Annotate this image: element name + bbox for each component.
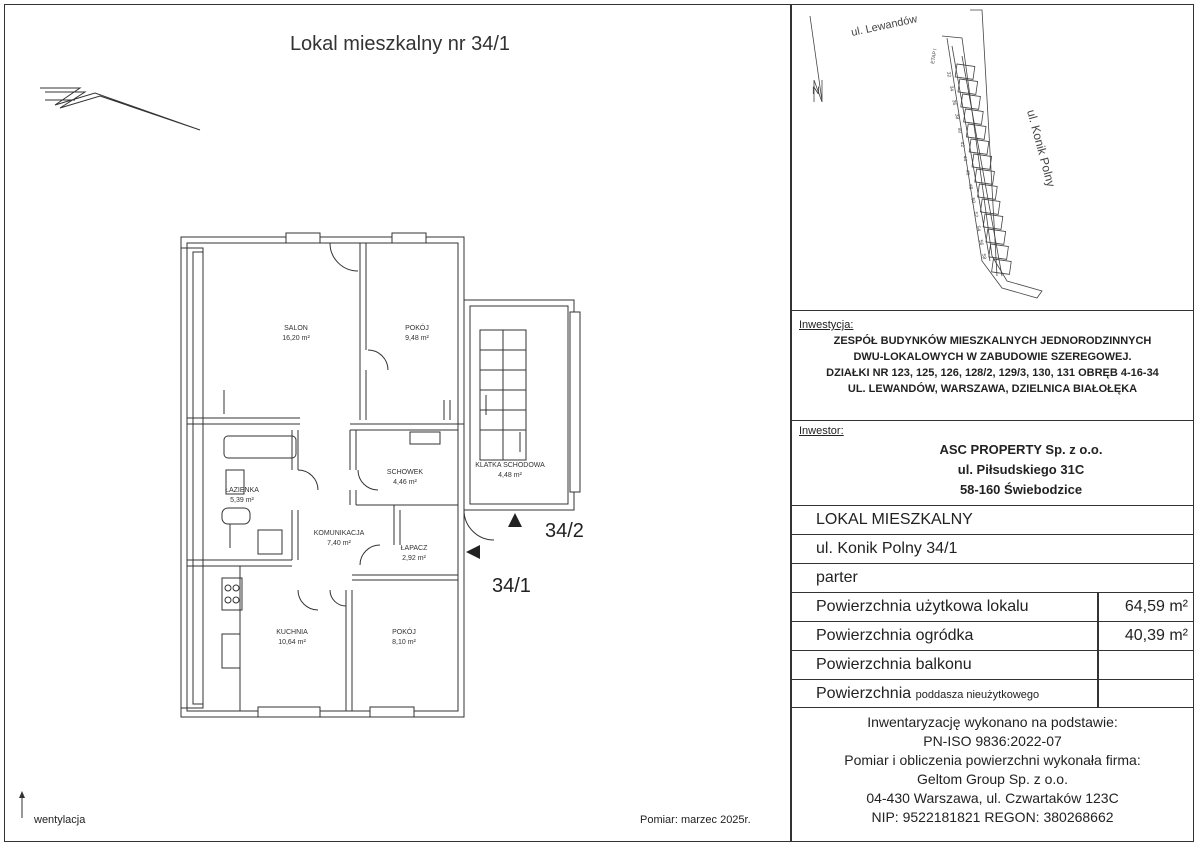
- room-labels: SALON 16,20 m² POKÓJ 9,48 m² ŁAZIENKA 5,39 m²…: [225, 323, 545, 646]
- map-house-block: [957, 78, 979, 95]
- detail-row-balcony: Powierzchnia balkonu: [791, 650, 1194, 679]
- footer-line-3: Pomiar i obliczenia powierzchni wykonała…: [844, 752, 1141, 768]
- walls: [180, 232, 581, 718]
- map-house-block: [960, 93, 981, 110]
- map-north-label: N: [812, 85, 820, 97]
- room-area: 5,39 m²: [230, 497, 254, 504]
- room-name: ŁAZIENKA: [225, 487, 259, 494]
- room-area: 10,64 m²: [278, 639, 306, 646]
- site-map: ul. Lewandów ul. Konik Polny N ETAP I 32…: [809, 9, 1058, 299]
- footer-line-6: NIP: 9522181821 REGON: 380268662: [871, 809, 1114, 825]
- map-house-number: 34: [948, 85, 955, 92]
- map-house-block: [982, 213, 1004, 230]
- map-house-number: 44: [961, 155, 968, 162]
- garden-area-value: 40,39 m²: [1124, 627, 1188, 644]
- unit-label-34-2: 34/2: [545, 520, 584, 542]
- map-street-top: ul. Lewandów: [850, 13, 918, 39]
- investment-line-1: ZESPÓŁ BUDYNKÓW MIESZKALNYCH JEDNORODZIN…: [833, 335, 1152, 347]
- legend-label: wentylacja: [34, 814, 86, 826]
- unit-marker-34-2-icon: [508, 513, 522, 527]
- ventilation-icon: [223, 390, 521, 548]
- room-area: 2,92 m²: [402, 555, 426, 562]
- map-house-number: 58: [980, 253, 987, 260]
- investor-line-3: 58-160 Świebodzice: [959, 482, 1083, 497]
- map-house-number: 52: [972, 211, 979, 218]
- room-name: ŁAPACZ: [401, 545, 428, 552]
- map-stage-label: ETAP I: [930, 48, 939, 64]
- room-name: SALON: [284, 325, 308, 332]
- map-house-block: [985, 228, 1007, 245]
- footer-line-5: 04-430 Warszawa, ul. Czwartaków 123C: [866, 790, 1119, 806]
- room-name: POKÓJ: [405, 323, 429, 332]
- investor-label: Inwestor:: [799, 425, 844, 437]
- room-area: 4,48 m²: [498, 472, 522, 479]
- detail-row-attic: Powierzchnia poddasza nieużytkowego: [791, 679, 1194, 708]
- map-house-number: 48: [967, 183, 974, 190]
- unit-label-34-1: 34/1: [492, 575, 531, 597]
- map-house-block: [965, 123, 987, 140]
- map-house-block: [988, 243, 1009, 260]
- room-name: SCHOWEK: [387, 469, 424, 476]
- investor-line-2: ul. Piłsudskiego 31C: [957, 462, 1085, 477]
- room-area: 9,48 m²: [405, 335, 429, 342]
- map-house-block: [991, 258, 1012, 275]
- investment-line-3: DZIAŁKI NR 123, 125, 126, 128/2, 129/3, …: [826, 367, 1159, 379]
- map-house-block: [971, 153, 993, 170]
- detail-row-address: ul. Konik Polny 34/1: [791, 534, 1194, 563]
- measurement-date: Pomiar: marzec 2025r.: [640, 814, 751, 826]
- investment-label: Inwestycja:: [799, 319, 854, 331]
- map-house-block: [963, 108, 984, 125]
- panel-divider: [790, 4, 792, 842]
- detail-row-usable: Powierzchnia użytkowa lokalu 64,59 m²: [791, 592, 1194, 621]
- usable-area-value: 64,59 m²: [1124, 598, 1188, 615]
- ventilation-legend-icon: [19, 791, 25, 818]
- survey-footer: Inwentaryzację wykonano na podstawie: PN…: [791, 707, 1194, 842]
- investor-line-1: ASC PROPERTY Sp. z o.o.: [939, 442, 1103, 457]
- investment-line-2: DWU-LOKALOWYCH W ZABUDOWIE SZEREGOWEJ.: [853, 351, 1132, 363]
- map-house-number: 50: [969, 197, 976, 204]
- room-name: KOMUNIKACJA: [314, 530, 365, 537]
- room-name: KLATKA SCHODOWA: [475, 462, 545, 469]
- room-area: 16,20 m²: [282, 335, 310, 342]
- map-house-block: [954, 63, 976, 80]
- room-name: POKÓJ: [392, 627, 416, 636]
- sheet-frame: [4, 4, 1194, 842]
- map-house-block: [974, 168, 995, 185]
- footer-line-4: Geltom Group Sp. z o.o.: [917, 771, 1068, 787]
- detail-row-garden: Powierzchnia ogródka 40,39 m²: [791, 621, 1194, 650]
- map-house-number: 42: [959, 141, 966, 148]
- map-house-number: 46: [964, 169, 971, 176]
- map-house-block: [977, 183, 998, 200]
- map-house-block: [979, 198, 1001, 215]
- map-house-number: 40: [956, 127, 963, 134]
- unit-marker-34-1-icon: [466, 545, 480, 559]
- north-arrow-icon: [40, 87, 201, 131]
- map-house-number: 56: [977, 239, 984, 246]
- map-house-number: 36: [950, 99, 957, 106]
- detail-row-floor: parter: [791, 563, 1194, 592]
- map-house-number: 38: [953, 113, 960, 120]
- investment-line-4: UL. LEWANDÓW, WARSZAWA, DZIELNICA BIAŁOŁ…: [847, 383, 1138, 395]
- investment-section: Inwestycja: ZESPÓŁ BUDYNKÓW MIESZKALNYCH…: [791, 310, 1194, 420]
- floor-plan-drawing: SALON 16,20 m² POKÓJ 9,48 m² ŁAZIENKA 5,39 m²…: [40, 87, 584, 718]
- footer-line-2: PN-ISO 9836:2022-07: [923, 733, 1062, 749]
- plan-title: Lokal mieszkalny nr 34/1: [289, 33, 511, 55]
- investor-section: Inwestor: ASC PROPERTY Sp. z o.o. ul. Pi…: [791, 420, 1194, 505]
- detail-row-type: LOKAL MIESZKALNY: [791, 505, 1194, 534]
- map-house-block: [968, 138, 990, 155]
- room-area: 4,46 m²: [393, 479, 417, 486]
- footer-line-1: Inwentaryzację wykonano na podstawie:: [867, 714, 1118, 730]
- room-area: 7,40 m²: [327, 540, 351, 547]
- room-area: 8,10 m²: [392, 639, 416, 646]
- map-house-number: 32: [945, 71, 952, 78]
- map-house-number: 54: [975, 225, 982, 232]
- room-name: KUCHNIA: [276, 629, 308, 636]
- map-street-side: ul. Konik Polny: [1024, 108, 1058, 188]
